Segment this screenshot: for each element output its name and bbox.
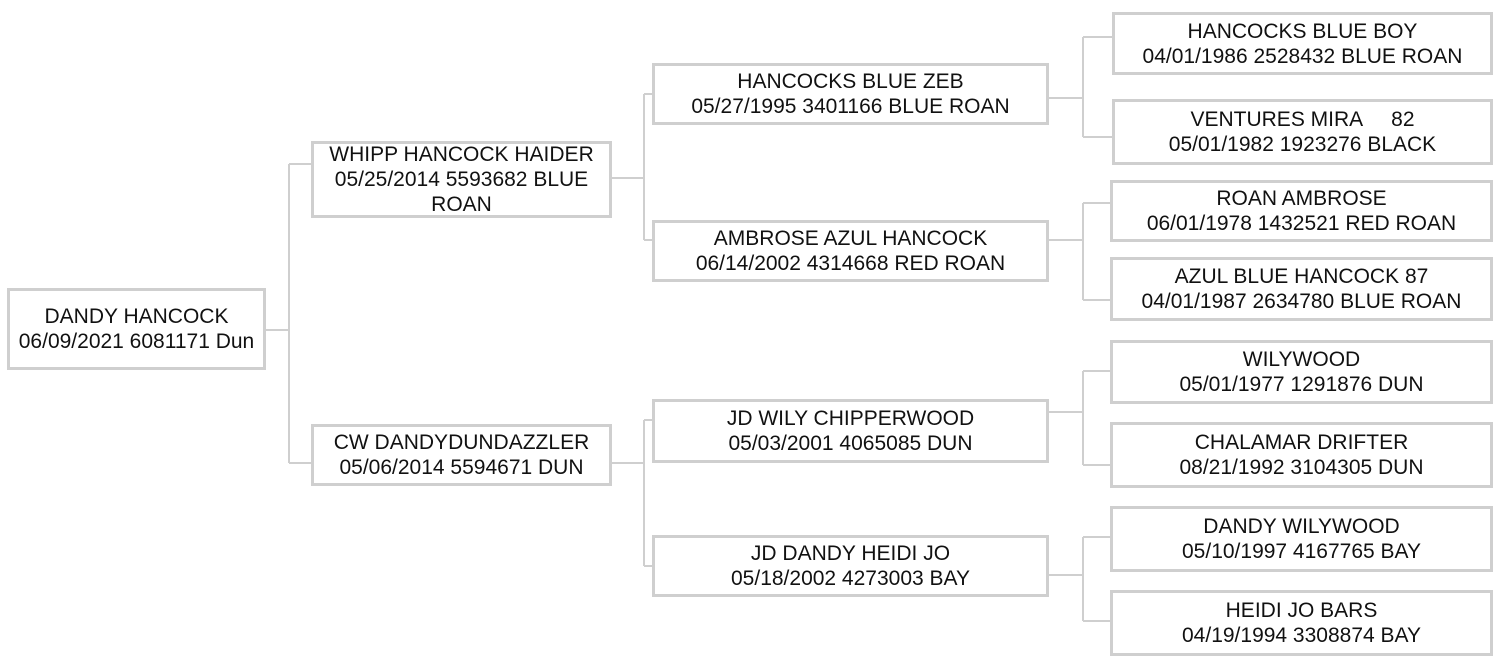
pedigree-node-sire-sire: HANCOCKS BLUE ZEB 05/27/1995 3401166 BLU…: [652, 63, 1049, 125]
pedigree-node-ss-sire: HANCOCKS BLUE BOY 04/01/1986 2528432 BLU…: [1112, 12, 1493, 75]
node-name: JD WILY CHIPPERWOOD: [726, 407, 975, 430]
node-details: 06/09/2021 6081171 Dun: [18, 330, 255, 353]
connector-subject: [266, 163, 311, 464]
node-name: CHALAMAR DRIFTER: [1194, 431, 1409, 454]
node-details: 04/01/1986 2528432 BLUE ROAN: [1142, 44, 1463, 68]
pedigree-node-dd-dam: HEIDI JO BARS 04/19/1994 3308874 BAY: [1110, 590, 1493, 656]
node-details: 04/01/1987 2634780 BLUE ROAN: [1141, 290, 1462, 313]
node-name: VENTURES MIRA 82: [1190, 108, 1415, 131]
pedigree-node-sd-sire: ROAN AMBROSE 06/01/1978 1432521 RED ROAN: [1110, 180, 1493, 242]
node-name: AMBROSE AZUL HANCOCK: [713, 227, 988, 250]
connector-sire-dam: [1049, 202, 1110, 301]
node-name: JD DANDY HEIDI JO: [750, 542, 951, 565]
node-details: 05/01/1977 1291876 DUN: [1179, 373, 1424, 396]
connector-dam: [612, 419, 652, 567]
pedigree-node-sd-dam: AZUL BLUE HANCOCK 87 04/01/1987 2634780 …: [1110, 257, 1493, 321]
node-name: DANDY HANCOCK: [44, 305, 229, 328]
node-details: 05/27/1995 3401166 BLUE ROAN: [691, 95, 1010, 118]
pedigree-node-sire-dam: AMBROSE AZUL HANCOCK 06/14/2002 4314668 …: [652, 220, 1049, 282]
pedigree-node-dam-dam: JD DANDY HEIDI JO 05/18/2002 4273003 BAY: [652, 535, 1049, 597]
connector-sire-sire: [1049, 36, 1112, 138]
pedigree-node-subject: DANDY HANCOCK 06/09/2021 6081171 Dun: [7, 288, 266, 370]
pedigree-node-dam: CW DANDYDUNDAZZLER 05/06/2014 5594671 DU…: [311, 424, 612, 486]
node-name: WILYWOOD: [1242, 348, 1361, 371]
node-details: 05/18/2002 4273003 BAY: [731, 567, 970, 590]
connector-dam-sire: [1049, 370, 1110, 466]
node-details: 06/01/1978 1432521 RED ROAN: [1146, 212, 1457, 235]
node-details: 08/21/1992 3104305 DUN: [1179, 456, 1424, 479]
node-name: AZUL BLUE HANCOCK 87: [1174, 265, 1429, 288]
node-name: HANCOCKS BLUE BOY: [1187, 19, 1418, 43]
node-name: ROAN AMBROSE: [1216, 187, 1387, 210]
connector-dam-dam: [1049, 536, 1110, 622]
pedigree-node-ss-dam: VENTURES MIRA 82 05/01/1982 1923276 BLAC…: [1112, 99, 1493, 165]
node-details: 05/01/1982 1923276 BLACK: [1168, 133, 1437, 156]
pedigree-node-dam-sire: JD WILY CHIPPERWOOD 05/03/2001 4065085 D…: [652, 399, 1049, 463]
pedigree-node-ds-sire: WILYWOOD 05/01/1977 1291876 DUN: [1110, 340, 1493, 404]
node-name: HEIDI JO BARS: [1225, 599, 1378, 622]
node-name: WHIPP HANCOCK HAIDER: [329, 143, 594, 166]
connector-sire: [612, 93, 652, 241]
node-name: HANCOCKS BLUE ZEB: [737, 70, 964, 93]
pedigree-node-sire: WHIPP HANCOCK HAIDER 05/25/2014 5593682 …: [311, 141, 612, 218]
node-details: 05/10/1997 4167765 BAY: [1182, 540, 1421, 563]
node-name: DANDY WILYWOOD: [1203, 515, 1400, 538]
pedigree-node-ds-dam: CHALAMAR DRIFTER 08/21/1992 3104305 DUN: [1110, 422, 1493, 488]
node-details: 06/14/2002 4314668 RED ROAN: [695, 252, 1006, 275]
node-details: 05/25/2014 5593682 BLUE ROAN: [334, 168, 589, 216]
node-details: 05/06/2014 5594671 DUN: [339, 456, 584, 479]
pedigree-node-dd-sire: DANDY WILYWOOD 05/10/1997 4167765 BAY: [1110, 506, 1493, 572]
node-name: CW DANDYDUNDAZZLER: [333, 431, 590, 454]
node-details: 05/03/2001 4065085 DUN: [728, 432, 973, 455]
node-details: 04/19/1994 3308874 BAY: [1182, 624, 1421, 647]
